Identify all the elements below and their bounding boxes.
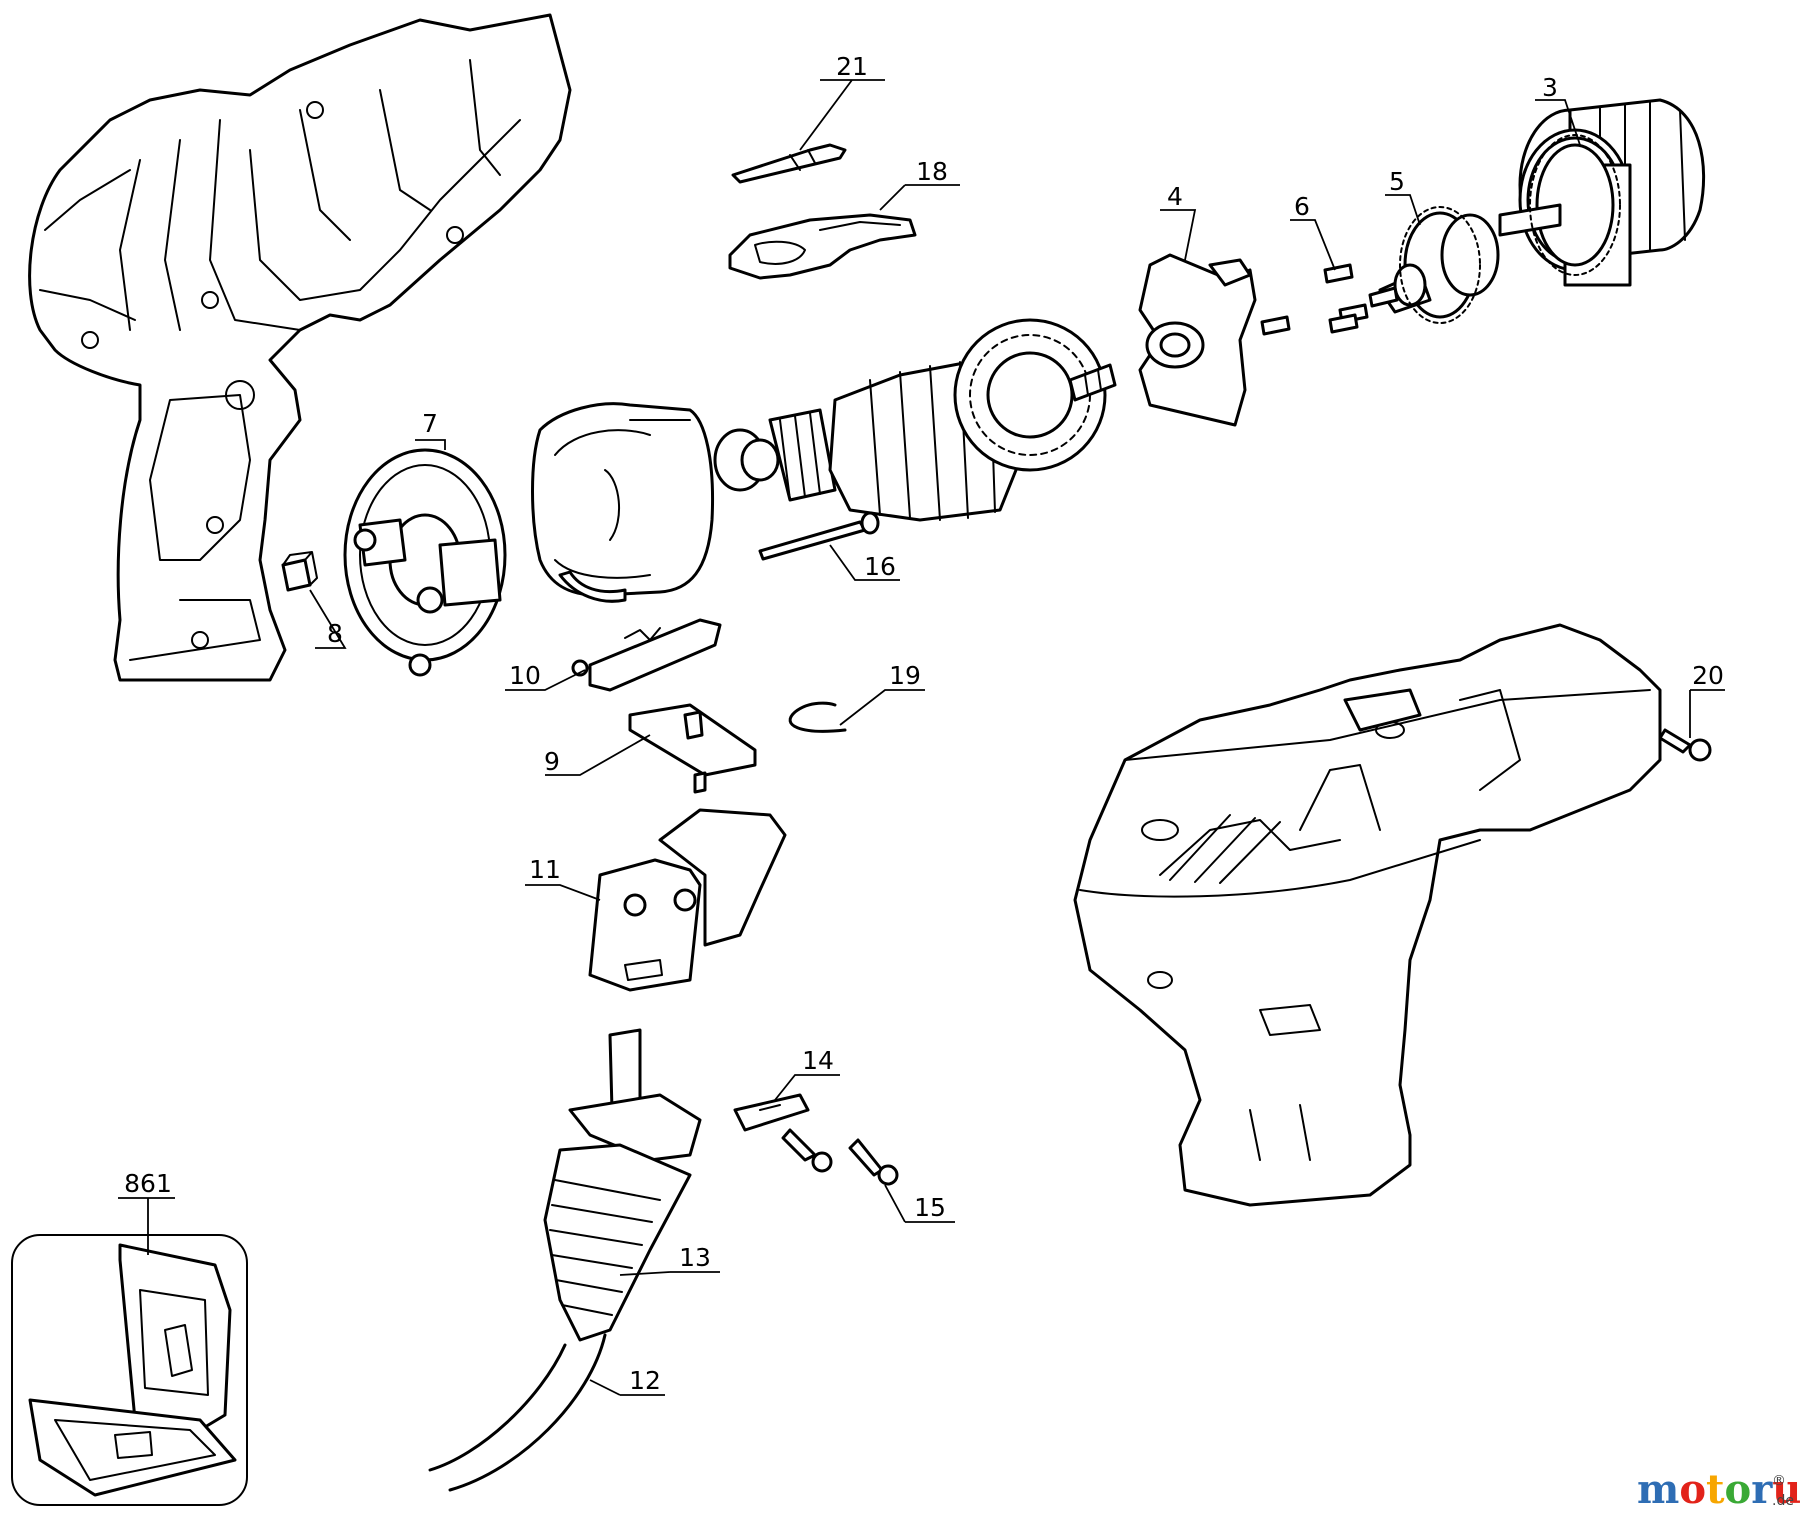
callout-7: 7 — [422, 409, 438, 438]
part-9-switch-button — [628, 703, 757, 794]
stator — [531, 402, 715, 603]
callout-5: 5 — [1389, 167, 1405, 196]
callout-16: 16 — [864, 552, 896, 581]
part-18-bit-holder — [728, 213, 917, 280]
part-7-brush-plate — [343, 448, 507, 677]
callout-13: 13 — [679, 1243, 711, 1272]
callout-11: 11 — [529, 855, 561, 884]
callout-numbers: 21 18 3 4 6 5 7 16 8 10 19 20 9 11 14 86… — [124, 52, 1724, 1395]
part-16-rod — [758, 511, 880, 561]
watermark-tld: .de — [1772, 1493, 1794, 1509]
watermark-logo: motoruf — [1637, 1466, 1800, 1513]
armature-assembly — [713, 318, 1117, 522]
callout-8: 8 — [327, 619, 343, 648]
callout-leaders — [118, 79, 1725, 1396]
part-13-12-strain-relief-and-cord — [428, 1028, 702, 1492]
part-6-pins — [1260, 263, 1369, 336]
part-21-screwdriver-bit — [731, 143, 847, 184]
right-housing-half — [1073, 623, 1662, 1207]
part-10-reverse-lever — [571, 618, 722, 692]
callout-14: 14 — [802, 1046, 834, 1075]
part-15-screws — [781, 1128, 899, 1186]
callout-6: 6 — [1294, 192, 1310, 221]
callout-20: 20 — [1692, 661, 1724, 690]
motoruf-watermark: motoruf ® .de — [1637, 1466, 1800, 1513]
callout-10: 10 — [509, 661, 541, 690]
callout-9: 9 — [544, 747, 560, 776]
part-19-spring-clip — [788, 701, 847, 733]
part-5-spindle-gear — [1368, 206, 1500, 324]
part-20-screw — [1658, 728, 1712, 762]
part-8-carbon-brush — [281, 551, 318, 592]
left-housing-half — [28, 13, 572, 682]
part-861-carry-case — [11, 1234, 248, 1506]
callout-12: 12 — [629, 1366, 661, 1395]
part-11-trigger-switch — [588, 808, 787, 992]
callout-861: 861 — [124, 1169, 172, 1198]
callout-4: 4 — [1167, 182, 1183, 211]
callout-18: 18 — [916, 157, 948, 186]
part-14-cord-clamp — [733, 1093, 810, 1132]
callout-19: 19 — [889, 661, 921, 690]
callout-15: 15 — [914, 1193, 946, 1222]
callout-3: 3 — [1542, 73, 1558, 102]
part-4-gear-plate — [1138, 253, 1257, 427]
watermark-registered: ® — [1772, 1473, 1786, 1489]
callout-21: 21 — [836, 52, 868, 81]
part-3-chuck-assembly — [1498, 98, 1706, 287]
